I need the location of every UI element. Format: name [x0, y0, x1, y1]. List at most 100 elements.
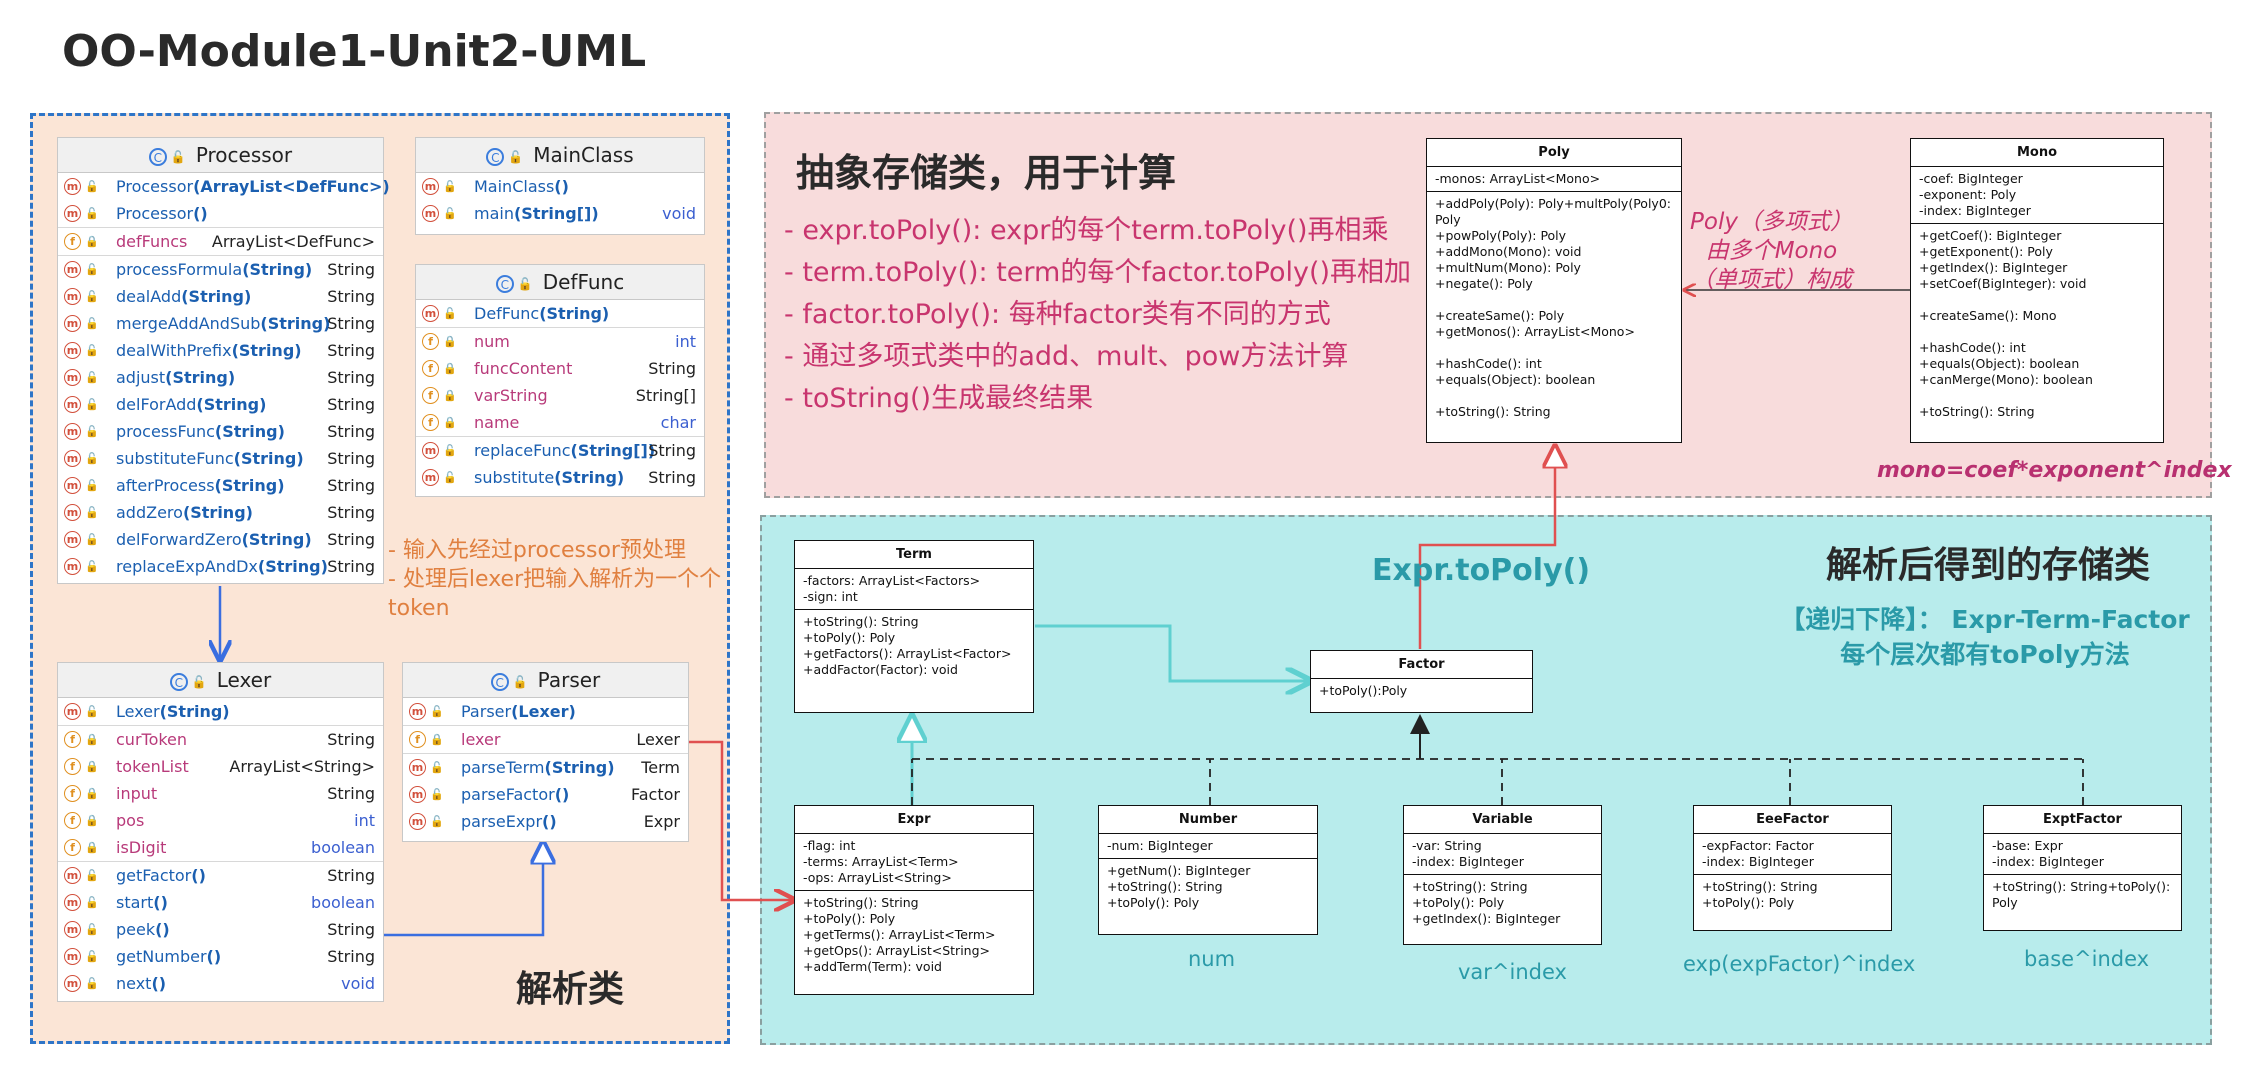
- member-args: (String): [165, 368, 236, 387]
- member-type: Factor: [631, 785, 680, 804]
- uml-attributes: -coef: BigInteger-exponent: Poly-index: …: [1911, 167, 2163, 224]
- member-name: MainClass: [474, 177, 555, 196]
- public-lock-icon: 🔓: [85, 533, 99, 546]
- method-icon: m: [64, 867, 81, 884]
- member-args: (): [554, 785, 570, 804]
- expr-uml-box: Expr -flag: int-terms: ArrayList<Term>-o…: [794, 805, 1034, 995]
- field-icon: f: [64, 785, 81, 802]
- uml-line: -index: BigInteger: [1412, 854, 1524, 869]
- method-icon: m: [64, 450, 81, 467]
- uml-line: +toString(): String: [1435, 404, 1551, 419]
- member-name: funcContent: [474, 359, 573, 378]
- uml-line: +toPoly(): Poly: [1107, 895, 1200, 910]
- eeefactor-uml-box: EeeFactor -expFactor: Factor-index: BigI…: [1693, 805, 1892, 931]
- uml-attributes: -factors: ArrayList<Factors>-sign: int: [795, 569, 1033, 610]
- member-name: start: [116, 893, 154, 912]
- method-icon: m: [64, 205, 81, 222]
- uml-operations: +toPoly():Poly: [1311, 679, 1532, 703]
- uml-line: -terms: ArrayList<Term>: [803, 854, 959, 869]
- method-icon: m: [64, 342, 81, 359]
- uml-line: +getIndex(): BigInteger: [1412, 911, 1561, 926]
- field-icon: f: [64, 839, 81, 856]
- poly-note-line: 由多个Mono: [1705, 238, 1838, 264]
- uml-line: -monos: ArrayList<Mono>: [1435, 171, 1601, 186]
- uml-attributes: -base: Expr-index: BigInteger: [1984, 834, 2181, 875]
- public-lock-icon: 🔓: [85, 371, 99, 384]
- method-icon: m: [64, 396, 81, 413]
- member-name: processFormula: [116, 260, 243, 279]
- uml-line: +toString(): String: [1919, 404, 2035, 419]
- class-method-row: m🔓peek()String: [58, 916, 383, 943]
- uml-line: +equals(Object): boolean: [1919, 356, 2080, 371]
- lock-icon: 🔓: [191, 674, 207, 689]
- uml-class-name: Mono: [1911, 139, 2163, 167]
- mono-uml-box: Mono -coef: BigInteger-exponent: Poly-in…: [1910, 138, 2164, 443]
- processor-class: C🔓Processor m🔓Processor(ArrayList<DefFun…: [57, 137, 390, 584]
- class-method-row: m🔓dealAdd(String)String: [58, 283, 383, 310]
- public-lock-icon: 🔓: [85, 425, 99, 438]
- member-name: isDigit: [116, 838, 167, 857]
- uml-operations: +toString(): String+toPoly():Poly: [1984, 875, 2181, 915]
- class-method-row: m🔓start()boolean: [58, 889, 383, 916]
- method-icon: m: [64, 288, 81, 305]
- uml-class-name: Expr: [795, 806, 1033, 834]
- member-name: peek: [116, 920, 156, 939]
- uml-line: +equals(Object): boolean: [1435, 372, 1596, 387]
- calc-list-item: - toString()生成最终结果: [784, 383, 1094, 414]
- field-icon: f: [422, 414, 439, 431]
- poly-note-line: （单项式）构成: [1690, 267, 1852, 293]
- public-lock-icon: 🔓: [443, 471, 457, 484]
- public-lock-icon: 🔓: [85, 896, 99, 909]
- member-type: void: [341, 974, 375, 993]
- store-sub-line: 每个层次都有toPoly方法: [1840, 640, 2130, 669]
- mono-formula: mono=coef*exponent^index: [1877, 458, 2232, 483]
- eeefactor-caption: exp(expFactor)^index: [1683, 952, 1916, 976]
- class-method-row: m🔓parseTerm(String)Term: [403, 754, 688, 781]
- member-name: delForAdd: [116, 395, 197, 414]
- member-name: tokenList: [116, 757, 189, 776]
- member-type: boolean: [311, 893, 375, 912]
- member-name: num: [474, 332, 510, 351]
- public-lock-icon: 🔓: [85, 869, 99, 882]
- lock-icon: 🔓: [517, 276, 533, 291]
- class-method-row: m🔓delForAdd(String)String: [58, 391, 383, 418]
- parse-region-label: 解析类: [516, 969, 625, 1010]
- member-type: String: [327, 784, 375, 803]
- member-args: (String): [242, 260, 313, 279]
- member-args: (String): [214, 422, 285, 441]
- variable-uml-box: Variable -var: String-index: BigInteger …: [1403, 805, 1602, 945]
- topoly-label: Expr.toPoly(): [1372, 553, 1591, 588]
- member-args: (String): [260, 314, 331, 333]
- method-icon: m: [64, 948, 81, 965]
- member-name: dealAdd: [116, 287, 182, 306]
- uml-line: +createSame(): Mono: [1919, 308, 2057, 323]
- member-args: (String[]): [513, 204, 599, 223]
- uml-line: +powPoly(Poly): Poly: [1435, 228, 1567, 243]
- uml-class-name: Variable: [1404, 806, 1601, 834]
- field-icon: f: [64, 812, 81, 829]
- public-lock-icon: 🔓: [85, 263, 99, 276]
- uml-class-name: Number: [1099, 806, 1317, 834]
- member-args: (): [153, 893, 168, 912]
- uml-line: +addPoly(Poly): Poly+multPoly(Poly0:: [1435, 196, 1671, 211]
- method-icon: m: [64, 921, 81, 938]
- uml-line: -factors: ArrayList<Factors>: [803, 573, 981, 588]
- member-type: Lexer: [636, 730, 680, 749]
- member-name: substituteFunc: [116, 449, 234, 468]
- note-line: - 输入先经过processor预处理: [388, 538, 686, 563]
- uml-line: -var: String: [1412, 838, 1482, 853]
- method-icon: m: [64, 531, 81, 548]
- class-name: Lexer: [216, 668, 272, 692]
- field-icon: f: [422, 333, 439, 350]
- exptfactor-caption: base^index: [2024, 947, 2150, 971]
- member-type: ArrayList<String>: [229, 757, 375, 776]
- member-type: String[]: [635, 386, 696, 405]
- member-name: lexer: [461, 730, 501, 749]
- field-icon: f: [409, 731, 426, 748]
- class-method-row: m🔓getFactor()String: [58, 862, 383, 889]
